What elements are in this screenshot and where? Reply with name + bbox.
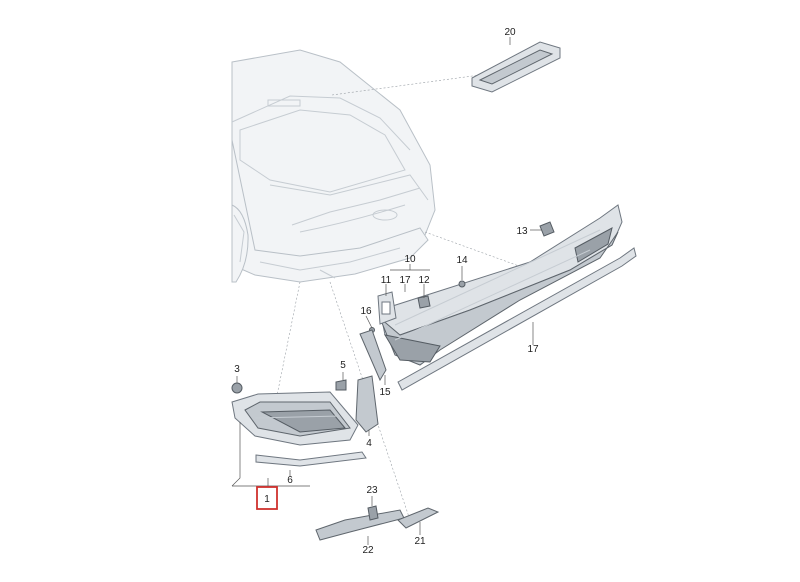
part-rear-trim-assembly xyxy=(379,204,623,366)
part-screw-14 xyxy=(458,280,466,288)
part-screw-23 xyxy=(367,505,379,521)
callout-1: 1 xyxy=(264,494,270,505)
callout-13: 13 xyxy=(516,226,528,237)
part-brake-light xyxy=(471,41,561,93)
callout-20: 20 xyxy=(504,27,516,38)
callout-22: 22 xyxy=(362,545,374,556)
part-lamp-trim xyxy=(255,451,367,467)
part-clip-13 xyxy=(539,221,555,237)
callout-16: 16 xyxy=(360,306,372,317)
part-bolt-5 xyxy=(335,379,347,391)
callout-21: 21 xyxy=(414,536,426,547)
pointer-line-brake-light xyxy=(331,74,481,96)
part-reflector-21 xyxy=(397,507,440,529)
part-seal-15 xyxy=(359,329,387,382)
callout-17-bottom: 17 xyxy=(527,344,539,355)
part-clip-12 xyxy=(417,295,431,309)
callout-14: 14 xyxy=(456,255,468,266)
callout-6: 6 xyxy=(287,475,293,486)
callout-3: 3 xyxy=(234,364,240,375)
callout-12: 12 xyxy=(418,275,430,286)
callout-11: 11 xyxy=(381,275,392,286)
part-bracket-11 xyxy=(377,291,397,325)
car-body-illustration xyxy=(231,49,436,283)
callout-23: 23 xyxy=(366,485,378,496)
callout-5: 5 xyxy=(340,360,346,371)
part-bolt-3 xyxy=(231,382,243,394)
callout-4: 4 xyxy=(366,438,372,449)
callout-15: 15 xyxy=(379,387,391,398)
callout-10: 10 xyxy=(404,254,416,265)
callout-17-top: 17 xyxy=(399,275,411,286)
callout-labels: 1 3 4 5 6 10 11 12 13 14 15 16 17 17 20 … xyxy=(234,27,539,556)
part-bracket-4 xyxy=(355,375,379,433)
part-reflector-22 xyxy=(315,509,405,541)
pointer-line-right xyxy=(424,231,531,271)
part-tail-lamp xyxy=(231,391,359,446)
part-chrome-strip xyxy=(397,247,637,391)
highlight-box-1 xyxy=(256,486,278,510)
